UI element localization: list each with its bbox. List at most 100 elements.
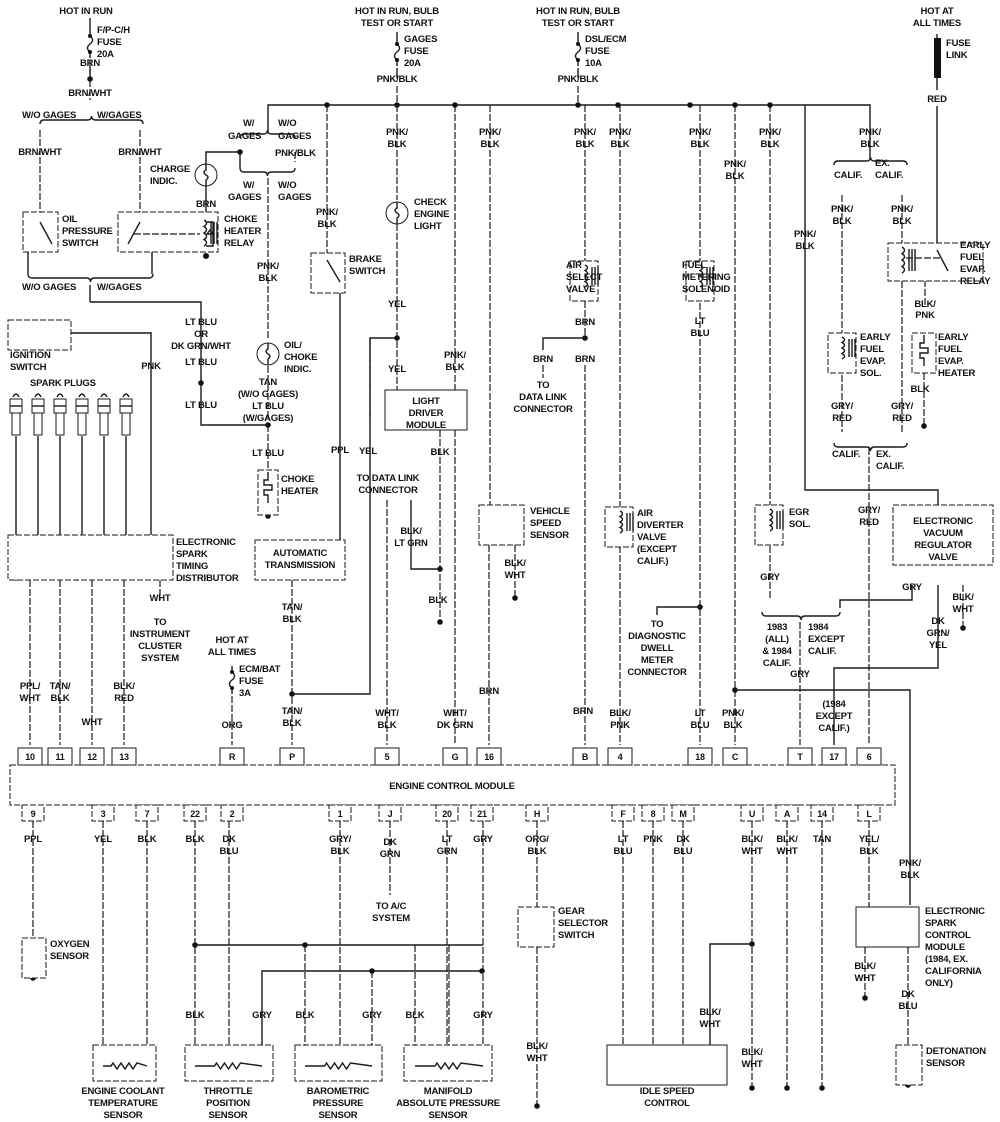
component-label: SENSOR: [429, 1110, 468, 1121]
wire-color: ORG/: [525, 834, 549, 845]
spark-plug-icon: [56, 393, 64, 398]
wire-color: BLK: [318, 219, 337, 230]
ecm-pin-label: F: [620, 809, 626, 819]
wire-color: BLK: [406, 1010, 425, 1021]
component-label: EARLY: [860, 332, 891, 343]
wire-color: GRY: [362, 1010, 382, 1021]
splice-dot: [88, 34, 92, 38]
ecm-pin-label: P: [289, 752, 295, 762]
wire-color: DK: [222, 834, 236, 845]
ecm-bat-fuse-icon: [228, 666, 236, 694]
component-label: EVAP.: [860, 356, 886, 367]
wire-color: WHT: [952, 604, 973, 615]
ecm-pin-bottom: [525, 804, 549, 822]
component-label: SELECT: [566, 272, 603, 283]
variant-label: LT BLU: [185, 317, 217, 328]
variant-label: CALIF.: [834, 170, 862, 181]
spark-plug-icon: [34, 393, 42, 398]
wire-color: BLK/: [914, 299, 936, 310]
component-label: REGULATOR: [914, 540, 972, 551]
ecm-pin-label: 22: [190, 809, 200, 819]
wire-color: RED: [832, 413, 852, 424]
wire-color: BLK: [429, 595, 448, 606]
splice-dot: [575, 102, 581, 108]
component-label: OIL/: [284, 340, 302, 351]
splice-dot: [784, 1085, 790, 1091]
component-label: TO: [154, 617, 167, 628]
wire-color: YEL: [929, 640, 947, 651]
wire: [709, 943, 752, 1045]
spark-plug-icon: [122, 393, 130, 398]
barometric-pressure-sensor: [294, 1044, 383, 1082]
wire: [267, 104, 578, 132]
wire-color: GRY: [473, 1010, 493, 1021]
variant-label: (W/GAGES): [243, 413, 293, 424]
light-driver-module: [384, 389, 468, 431]
splice-dot: [87, 76, 93, 82]
component-label: SPARK PLUGS: [30, 378, 96, 389]
component-label: DETONATION: [926, 1046, 986, 1057]
filament-icon: [203, 164, 209, 186]
wire-color: LT BLU: [252, 448, 284, 459]
wire-color: YEL: [359, 446, 377, 457]
component-label: CALIFORNIA: [925, 966, 982, 977]
ecm-pin-label: H: [534, 809, 540, 819]
ecm-pin-top: [856, 747, 882, 766]
wire-color: TAN: [813, 834, 832, 845]
component-label: FUEL: [860, 344, 884, 355]
component-label: IDLE SPEED: [640, 1086, 695, 1097]
fuse-label: LINK: [946, 50, 968, 61]
wire-color: LT: [695, 708, 706, 719]
component-label: SOL.: [860, 368, 881, 379]
wire-color: BLK: [833, 216, 852, 227]
component-label: BRAKE: [349, 254, 382, 265]
wire-color: DK: [901, 989, 915, 1000]
spark-plug-icon: [99, 412, 109, 436]
fuse-label: GAGES: [404, 34, 437, 45]
power-label: HOT AT: [920, 6, 953, 17]
wire-color: BLK/: [854, 961, 876, 972]
component-label: TRANSMISSION: [265, 560, 336, 571]
brace: [761, 611, 841, 621]
wire-color: WHT/: [443, 708, 467, 719]
wire-color: GRN: [380, 849, 401, 860]
component-label: METERING: [682, 272, 731, 283]
wire-color: YEL/: [859, 834, 880, 845]
component-label: CONNECTOR: [358, 485, 418, 496]
variant-label: (ALL): [765, 634, 789, 645]
wire-color: BLK: [481, 139, 500, 150]
fuse-label: 10A: [585, 58, 602, 69]
ecm-pin-label: 11: [55, 752, 64, 762]
spark-plug-icon: [77, 412, 87, 436]
wire-color: BLK: [576, 139, 595, 150]
gages-fuse-icon: [393, 38, 401, 66]
variant-label: W/: [243, 180, 255, 191]
ecm-pin-label: G: [452, 752, 459, 762]
spark-plug-icon: [100, 393, 108, 398]
electronic-vacuum-regulator-valve: [892, 504, 994, 566]
splice-dot: [512, 595, 518, 601]
wire-color: BLK: [446, 362, 465, 373]
component-label: EVAP.: [938, 356, 964, 367]
wire-color: ORG: [221, 720, 242, 731]
variant-label: CALIF.): [818, 723, 849, 734]
ecm-pin-label: 17: [829, 752, 839, 762]
wire-color: GRN/: [927, 628, 951, 639]
wire-color: PNK: [141, 361, 161, 372]
wire-color: BLU: [220, 846, 239, 857]
wire-color: RED: [927, 94, 947, 105]
wire-color: PNK/: [859, 127, 881, 138]
wire-color: WHT: [526, 1053, 547, 1064]
ecm-pin-label: L: [866, 809, 872, 819]
fuel-metering-coil-icon: [698, 264, 704, 288]
component-label: OXYGEN: [50, 939, 90, 950]
component-label: FUEL: [938, 344, 962, 355]
component-label: DRIVER: [409, 408, 444, 419]
dsl-ecm-fuse-icon: [574, 38, 582, 66]
wire-color: BLK/: [400, 526, 422, 537]
oxygen-sensor: [21, 937, 47, 979]
spark-plug-icon: [12, 393, 20, 398]
wire-color: PNK/: [574, 127, 596, 138]
wire-color: BLK/: [776, 834, 798, 845]
oil-pressure-switch: [22, 211, 59, 253]
